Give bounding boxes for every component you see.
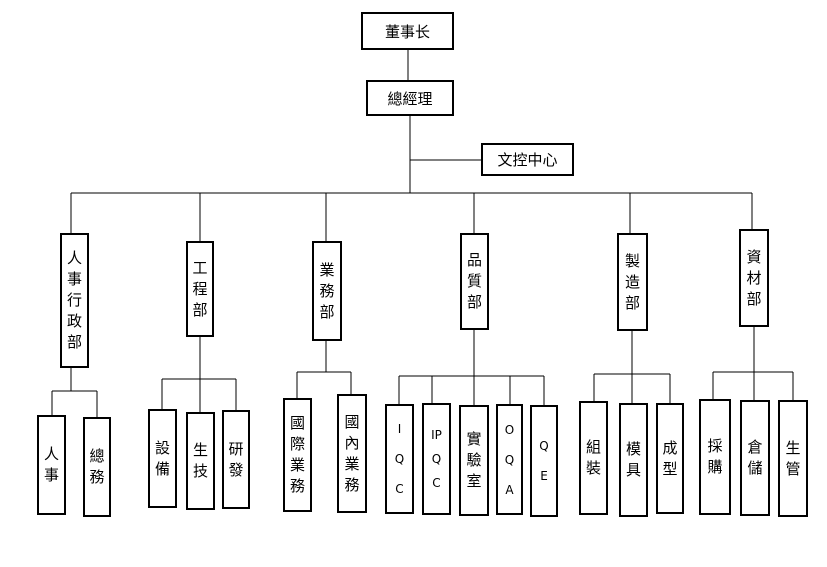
unit-laboratory: 實驗室: [459, 405, 489, 516]
chairman-box: 董事长: [361, 12, 454, 50]
unit-production-tech: 生技: [186, 412, 215, 510]
dept-sales-label: 業務部: [319, 260, 335, 321]
unit-warehousing-label: 倉儲: [747, 438, 763, 477]
unit-personnel: 人事: [37, 415, 66, 515]
unit-laboratory-label: 實驗室: [466, 430, 482, 490]
unit-iqc: IQC: [385, 404, 414, 514]
unit-general-affairs: 總務: [83, 417, 111, 517]
general-manager-label: 總經理: [387, 89, 433, 108]
document-control-box: 文控中心: [481, 143, 574, 176]
chairman-label: 董事长: [384, 22, 430, 41]
unit-purchasing-label: 採購: [707, 437, 723, 476]
unit-assembly-label: 組裝: [586, 438, 602, 477]
dept-sales: 業務部: [312, 241, 342, 341]
dept-manufacturing-label: 製造部: [625, 251, 641, 312]
unit-oqa: OQA: [496, 404, 523, 515]
dept-materials-label: 資材部: [746, 247, 762, 308]
unit-personnel-label: 人事: [44, 445, 60, 484]
unit-molding-label: 成型: [662, 438, 678, 478]
unit-warehousing: 倉儲: [740, 400, 770, 516]
dept-quality: 品質部: [460, 233, 489, 330]
unit-production-control: 生管: [778, 400, 808, 517]
unit-domestic-sales: 國內業務: [337, 394, 367, 513]
unit-equipment: 設備: [148, 409, 177, 508]
unit-iqc-label: IQC: [394, 422, 405, 496]
unit-domestic-sales-label: 國內業務: [344, 412, 360, 494]
unit-molds-label: 模具: [626, 440, 642, 479]
unit-rnd-label: 研發: [228, 439, 244, 479]
unit-assembly: 組裝: [579, 401, 608, 515]
unit-production-tech-label: 生技: [193, 441, 209, 480]
unit-equipment-label: 設備: [155, 438, 171, 478]
document-control-label: 文控中心: [497, 151, 558, 169]
unit-international-sales: 國際業務: [283, 398, 312, 512]
unit-oqa-label: OQA: [504, 422, 515, 497]
unit-production-control-label: 生管: [785, 438, 801, 478]
dept-hr-admin: 人事行政部: [60, 233, 89, 368]
unit-rnd: 研發: [222, 410, 250, 509]
dept-manufacturing: 製造部: [617, 233, 648, 331]
unit-qe-label: QE: [539, 439, 549, 483]
unit-purchasing: 採購: [699, 399, 731, 515]
unit-molding: 成型: [656, 403, 684, 514]
unit-ipqc-label: IPQC: [431, 428, 442, 490]
dept-materials: 資材部: [739, 229, 769, 327]
unit-qe: QE: [530, 405, 558, 517]
unit-general-affairs-label: 總務: [89, 447, 105, 486]
dept-hr-admin-label: 人事行政部: [67, 249, 83, 351]
dept-engineering: 工程部: [186, 241, 214, 337]
dept-engineering-label: 工程部: [192, 258, 208, 319]
dept-quality-label: 品質部: [467, 251, 483, 311]
unit-ipqc: IPQC: [422, 403, 451, 515]
unit-international-sales-label: 國際業務: [290, 414, 306, 495]
general-manager-box: 總經理: [366, 80, 454, 116]
unit-molds: 模具: [619, 403, 648, 517]
